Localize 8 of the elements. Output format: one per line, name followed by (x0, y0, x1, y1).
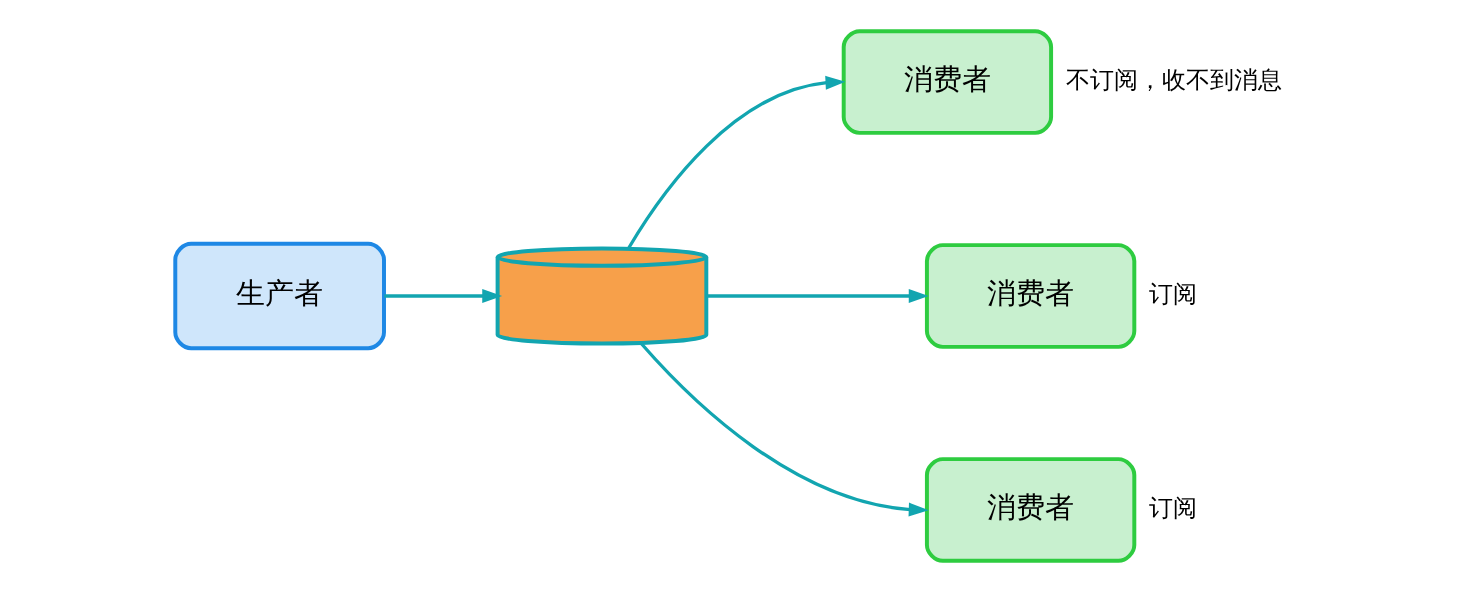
arrow (706, 289, 929, 303)
arrow (640, 342, 929, 517)
node-label: 不订阅，收不到消息 (1066, 65, 1283, 94)
node-box: 生产者 (173, 241, 386, 351)
arrow (627, 75, 846, 249)
node-label: 订阅 (1149, 493, 1198, 522)
arrow (384, 289, 503, 303)
node-label: 订阅 (1149, 279, 1198, 308)
